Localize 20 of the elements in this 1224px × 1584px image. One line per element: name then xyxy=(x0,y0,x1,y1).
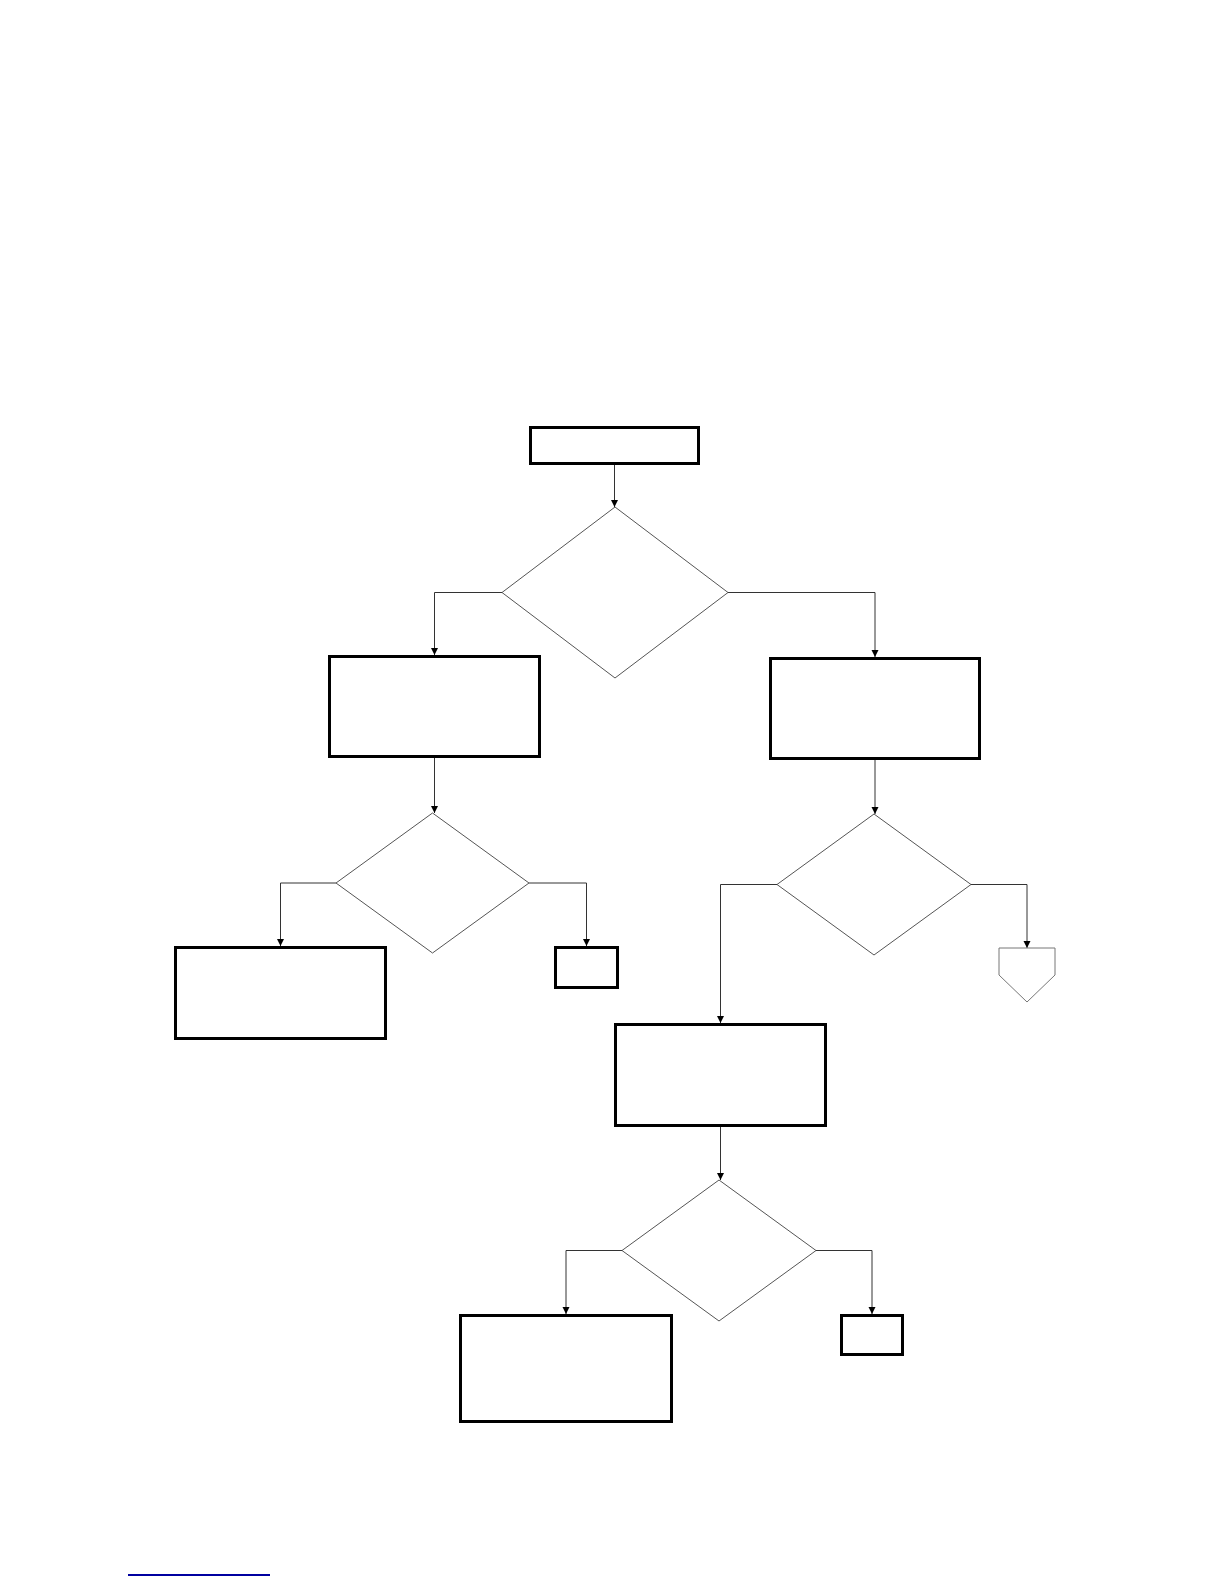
arrow xyxy=(717,884,778,1024)
arrow xyxy=(277,882,337,947)
arrow xyxy=(528,882,590,947)
process-box xyxy=(840,1314,904,1356)
process-box xyxy=(554,946,619,989)
process-box xyxy=(459,1314,673,1423)
arrow xyxy=(815,1250,876,1315)
process-box xyxy=(174,946,387,1040)
arrow xyxy=(970,884,1031,949)
process-box xyxy=(769,657,981,760)
process-box xyxy=(614,1023,827,1127)
process-box xyxy=(328,655,541,758)
arrow xyxy=(611,464,618,508)
arrow xyxy=(717,1126,724,1181)
arrow xyxy=(727,592,879,658)
arrow xyxy=(431,757,438,814)
arrow xyxy=(871,759,879,815)
arrow xyxy=(562,1250,623,1315)
arrow xyxy=(431,592,503,656)
process-box xyxy=(529,426,700,465)
